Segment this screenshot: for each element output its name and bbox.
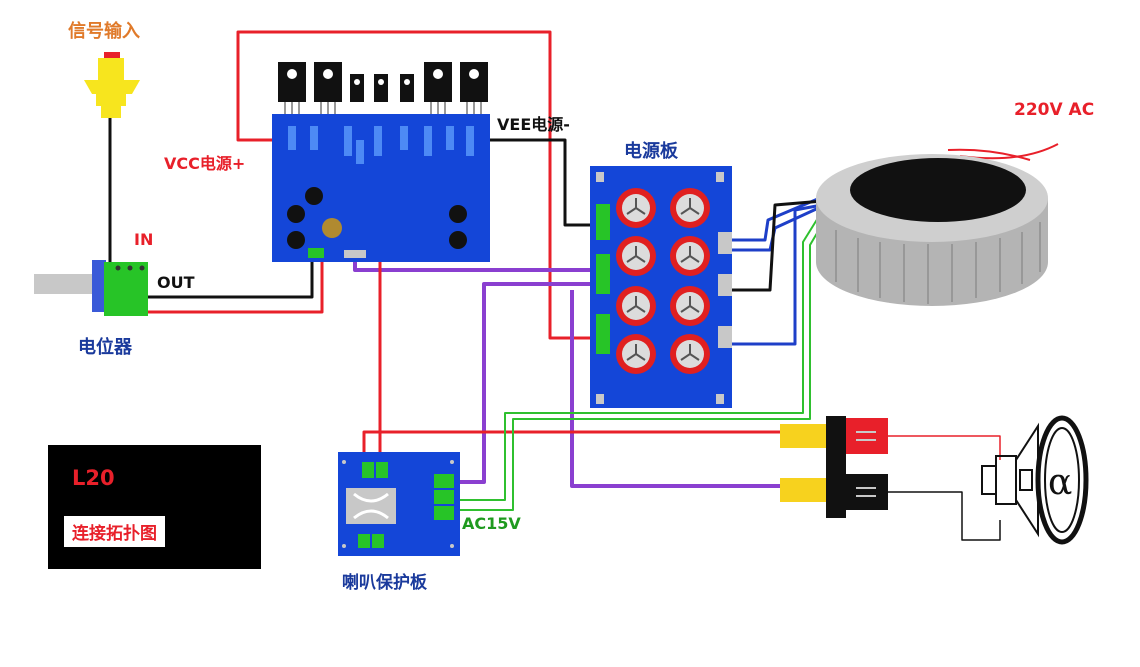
wire-speaker-neg-purple — [570, 290, 780, 488]
ac-15v-label: AC15V — [462, 514, 521, 533]
wire-transformer-black — [730, 198, 836, 292]
speaker-icon: α — [981, 415, 1089, 545]
potentiometer-label: 电位器 — [78, 337, 132, 358]
signal-input-label: 信号输入 — [68, 21, 140, 42]
wire-pot-out-red — [148, 256, 324, 314]
signal-input-jack — [84, 52, 140, 118]
title-code: L20 — [72, 466, 115, 490]
wire-vee-black — [488, 138, 600, 227]
svg-text:α: α — [1048, 462, 1072, 503]
in-label: IN — [134, 230, 154, 249]
wire-speaker-thin-black — [888, 491, 1001, 541]
title-box — [48, 445, 261, 569]
toroidal-transformer — [816, 154, 1048, 306]
out-label: OUT — [157, 273, 195, 292]
amplifier-board — [272, 62, 490, 262]
wire-220v-red-1 — [947, 148, 1031, 161]
vee-label: VEE电源- — [497, 115, 570, 134]
wire-ac15v-green-2 — [455, 207, 833, 511]
capacitor-array — [616, 188, 710, 374]
power-board — [590, 166, 732, 408]
wire-vcc-red — [236, 30, 598, 340]
power-board-label: 电源板 — [624, 141, 678, 162]
speaker-terminal — [780, 416, 888, 518]
wire-pot-out-black — [148, 256, 314, 299]
title-subtitle: 连接拓扑图 — [64, 516, 165, 547]
wire-protect-purple — [455, 282, 600, 484]
vcc-label: VCC电源+ — [164, 154, 246, 173]
ac-220v-label: 220V AC — [1014, 100, 1095, 120]
potentiometer — [34, 260, 148, 316]
wire-speaker-thin-red — [888, 435, 1001, 460]
wire-ac15v-green-1 — [455, 204, 827, 501]
speaker-protection-board — [338, 452, 460, 556]
speaker-protection-label: 喇叭保护板 — [342, 573, 427, 593]
